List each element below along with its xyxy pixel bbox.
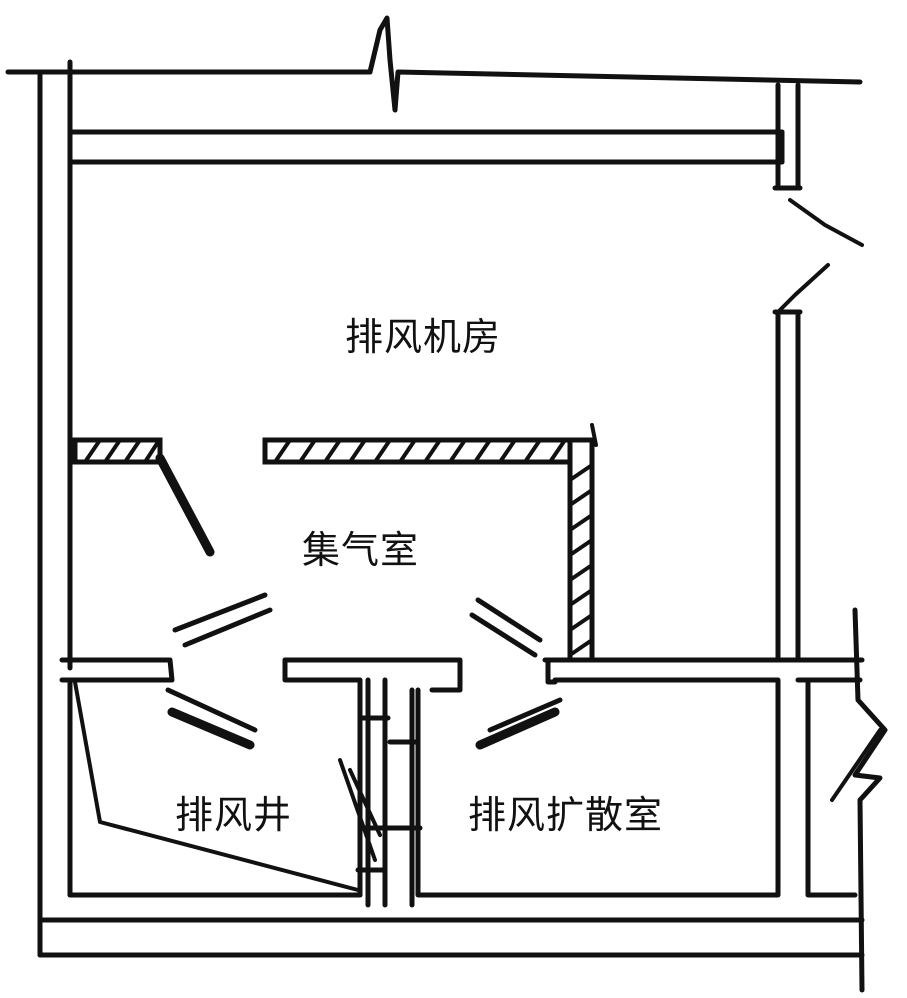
louvers-plenum [172, 592, 543, 658]
room-label-plenum: 集气室 [302, 528, 420, 572]
room-label-diffusion-room: 排风扩散室 [468, 793, 664, 837]
room-label-machine-room: 排风机房 [345, 315, 502, 359]
hatched-wall-plenum [262, 423, 598, 663]
right-break-line [830, 607, 888, 993]
right-wall-upper [772, 82, 864, 663]
room-label-shaft: 排风井 [175, 793, 293, 837]
bottom-wall [37, 917, 865, 958]
top-wall [5, 15, 863, 167]
shaft-walls [67, 680, 382, 898]
hatched-wall-left [72, 437, 215, 557]
louvers-lower [165, 687, 563, 750]
central-duct [355, 677, 423, 908]
left-outer-wall [37, 59, 73, 958]
